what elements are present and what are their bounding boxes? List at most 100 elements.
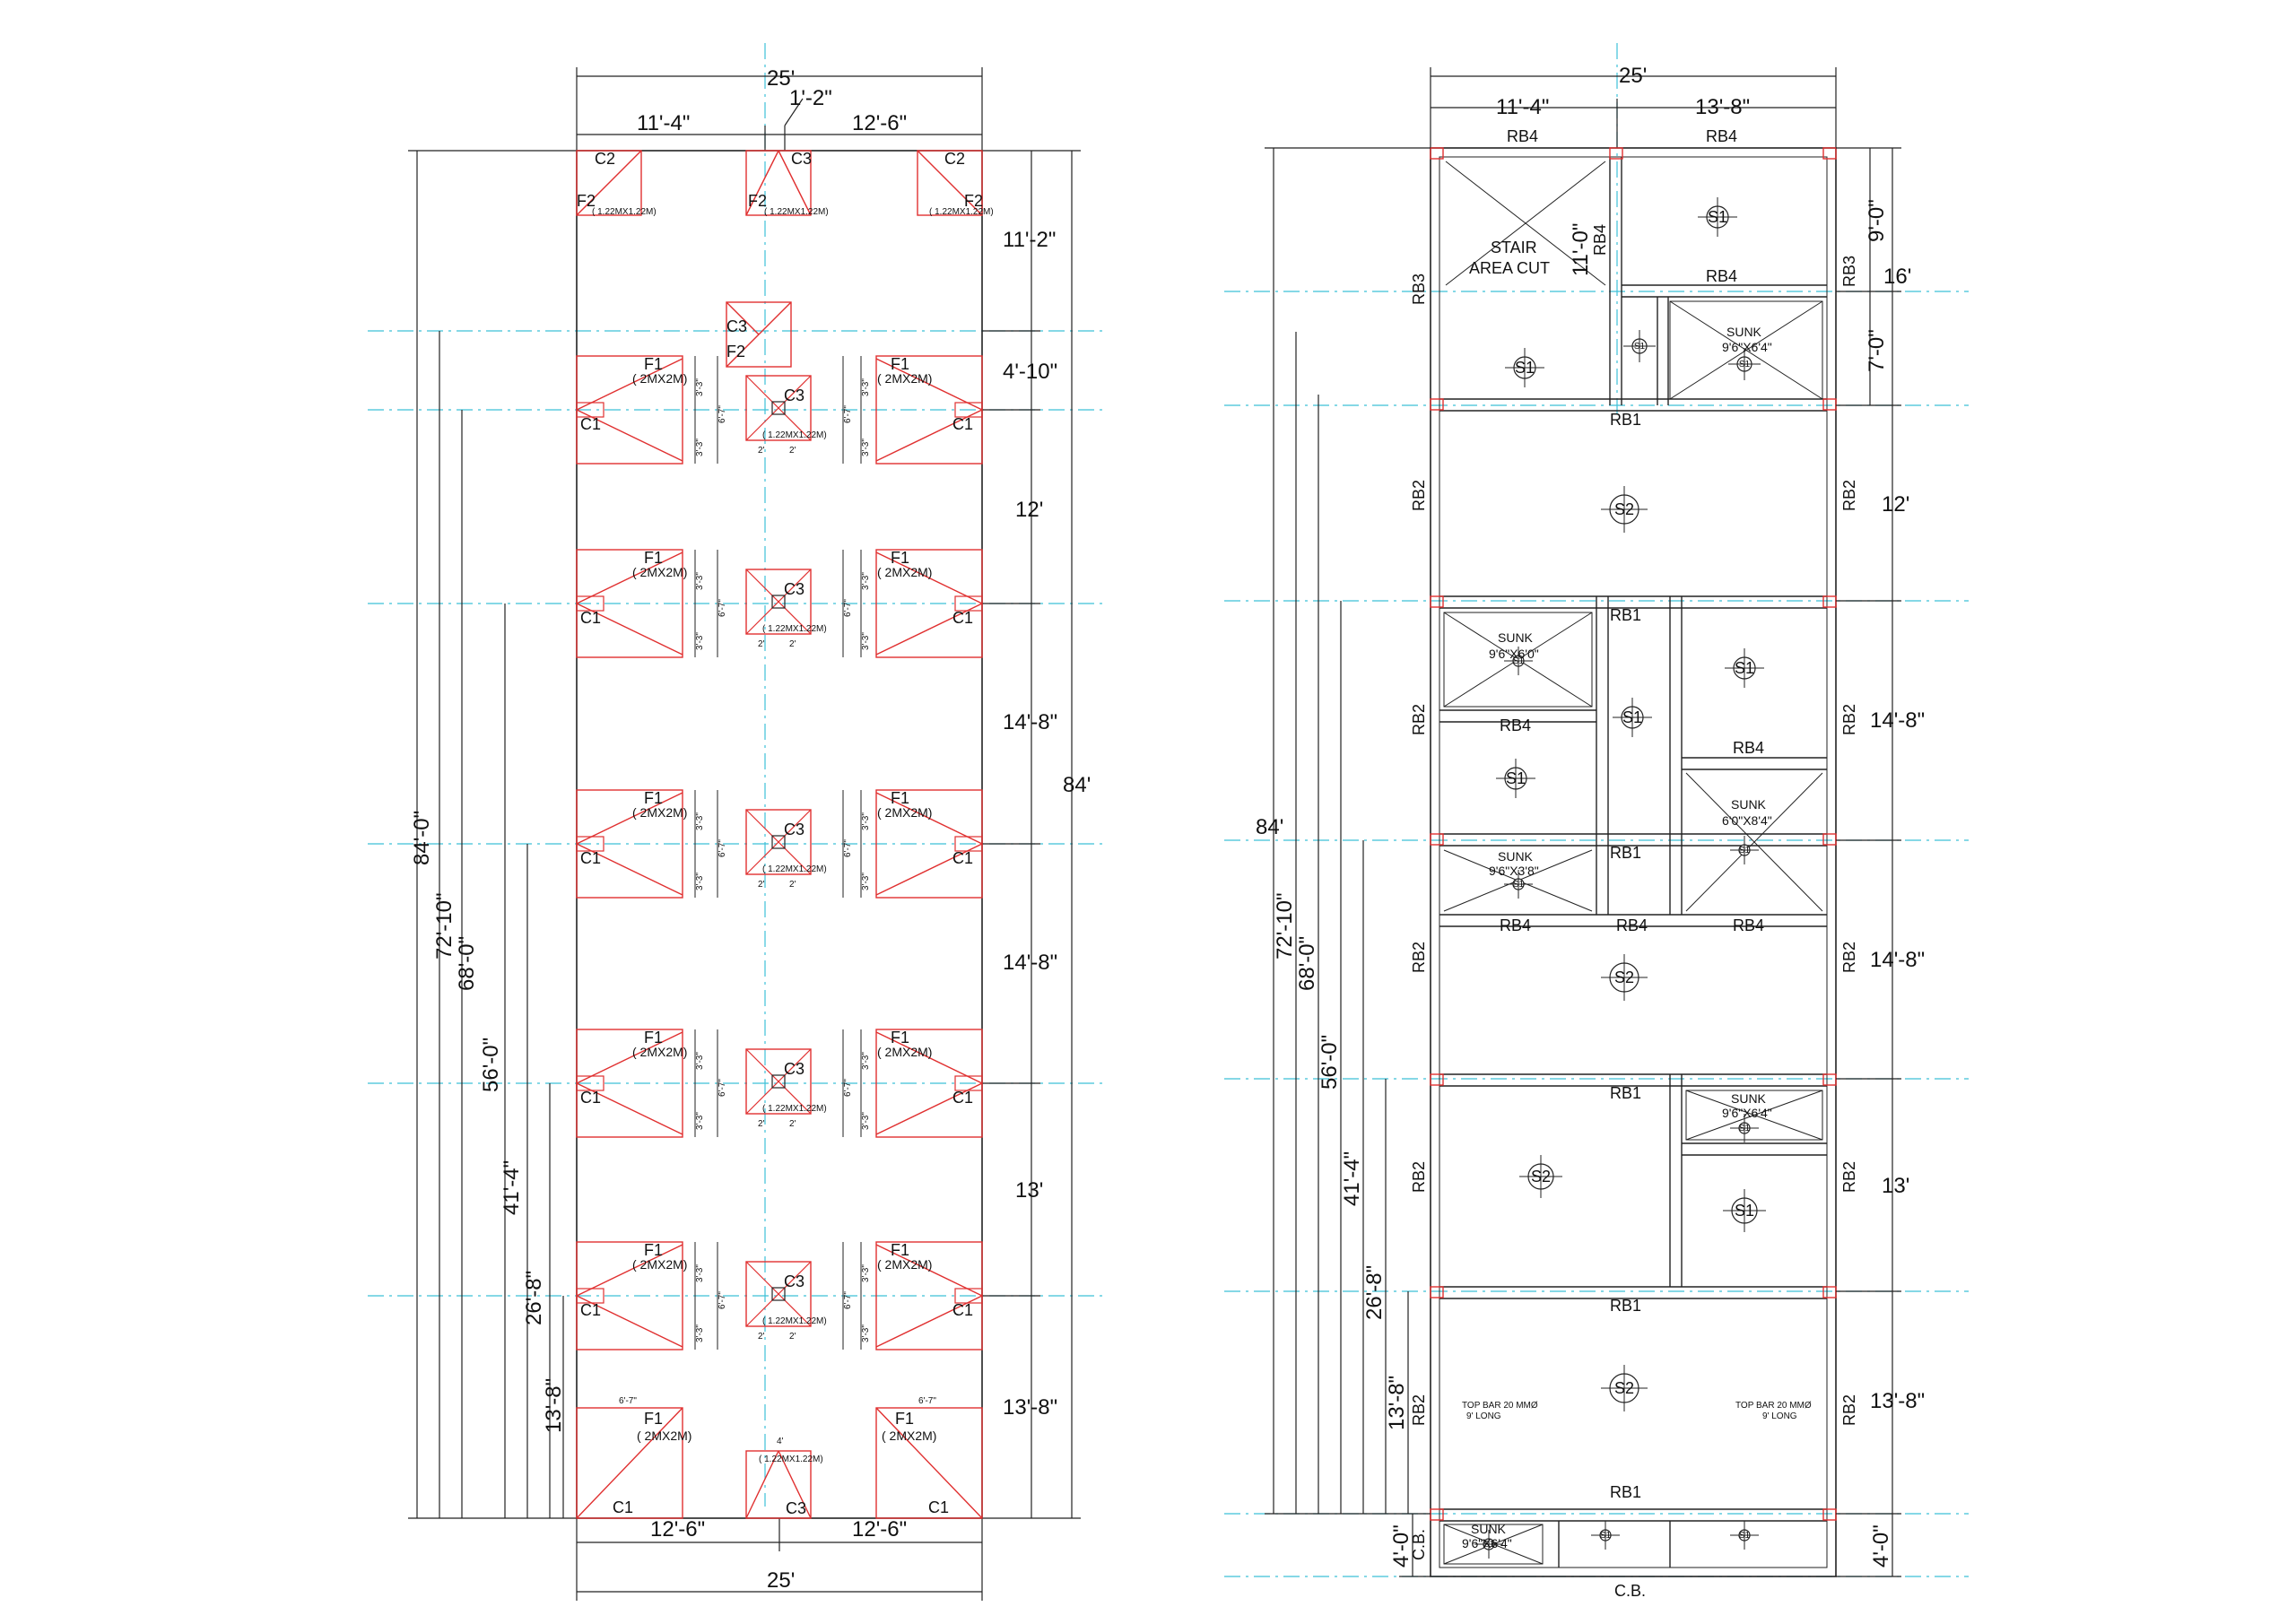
c3-mid-outline [745, 569, 812, 635]
f1-right-label: F1 [891, 355, 909, 373]
roof-top-right-dim: 13'-8" [1695, 95, 1750, 119]
stair-footing-col: C3 [726, 317, 747, 335]
slab-symbol-12: S2 [1601, 954, 1648, 1001]
sunk-a-title: SUNK [1726, 325, 1762, 339]
beam-rb4-stair-v: RB4 [1591, 224, 1609, 256]
beam-rb2-r1: RB2 [1840, 480, 1858, 511]
beam-rb2-l2: RB2 [1410, 704, 1428, 735]
c1-left-label: C1 [580, 609, 601, 627]
row-dim-5: 3'-3" [861, 572, 871, 590]
row-dim-4: 6'-7" [843, 599, 853, 617]
beam-rb1-3: RB1 [1610, 844, 1641, 862]
sunk-d-title: SUNK [1498, 849, 1534, 864]
beam-rb4-top-left: RB4 [1507, 127, 1538, 145]
row-dim-4: 6'-7" [843, 839, 853, 857]
roof-left-dim-6: 13'-8" [1385, 1376, 1409, 1430]
c3-mid-label: C3 [784, 821, 804, 838]
roof-left-dim-2: 68'-0" [1295, 936, 1319, 991]
footing-plan: 25' 11'-4" 12'-6" 1'-2" 12'-6" 12'-6" 25… [368, 43, 1108, 1601]
footing-right-dim-lines [982, 150, 1081, 1519]
c1-right-column [954, 836, 983, 852]
roof-col-right-3 [1822, 833, 1837, 846]
c1-left-column [576, 1288, 604, 1304]
slab-label: S1 [1739, 1531, 1751, 1541]
row-dim-5: 3'-3" [861, 378, 871, 396]
f1-left-diag-top [576, 792, 683, 845]
c3-mid-size: ( 1.22MX1.22M) [762, 864, 827, 874]
beam-rb2-l1: RB2 [1410, 480, 1428, 511]
sunk-a-size: 9'6"X6'4" [1722, 340, 1772, 354]
slab-symbol-8: S1 [1725, 648, 1764, 688]
bottom-mid-top-dim: 4' [777, 1437, 784, 1446]
f1-right-diag-top [875, 551, 983, 604]
slab-label: S2 [1614, 1379, 1634, 1397]
footing-left-dim-6: 26'-8" [522, 1271, 546, 1325]
f1-left-label: F1 [644, 1241, 663, 1259]
slab-label: S1 [1483, 1540, 1495, 1550]
f1-left-diag-top [576, 1031, 683, 1084]
c3-mid-size: ( 1.22MX1.22M) [762, 1316, 827, 1326]
c1-right-column [954, 595, 983, 612]
beam-rb3-left: RB3 [1410, 274, 1428, 305]
f1-right-diag-top [875, 1244, 983, 1297]
row-dim-1: 3'-3" [695, 572, 705, 590]
sunk-c-size: 6'0"X8'4" [1722, 813, 1772, 828]
c1-left-label: C1 [580, 1089, 601, 1107]
footing-left-dim-lines [408, 150, 577, 1519]
bottom-mid-size: ( 1.22MX1.22M) [759, 1455, 823, 1464]
c3-mid-column [771, 1074, 786, 1089]
f1-left-label: F1 [644, 549, 663, 567]
roof-boundary [1430, 147, 1837, 1577]
beam-rb4-b: RB4 [1733, 739, 1764, 757]
row-dim-1: 3'-3" [695, 812, 705, 830]
footing-top-offset-dim: 1'-2" [789, 86, 832, 110]
beam-rb4-d: RB4 [1616, 916, 1648, 934]
c1-left-column [576, 1075, 604, 1091]
slab-label: S2 [1614, 968, 1634, 986]
row-dim-3: 6'-7" [718, 839, 727, 857]
c3-mid-diag-b [745, 1048, 812, 1115]
row-dim-8: 2' [789, 639, 796, 649]
f1-right-diag-top [875, 1031, 983, 1084]
footing-gridlines [368, 43, 1108, 1507]
footing-left-dim-4: 56'-0" [479, 1038, 503, 1092]
roof-top-left-dim: 11'-4" [1496, 95, 1549, 119]
slab-symbol-17: S1 [1474, 1530, 1503, 1559]
roof-right-dim-5: 13'-8" [1870, 1389, 1925, 1413]
sunk-e-title: SUNK [1731, 1091, 1767, 1106]
c3-mid-label: C3 [784, 386, 804, 404]
f1-left-diag-bottom [576, 603, 683, 656]
c1-right-label: C1 [952, 415, 973, 433]
sunk-f-title: SUNK [1471, 1522, 1507, 1536]
f1-left-size: ( 2MX2M) [632, 805, 687, 820]
f1-left-label: F1 [644, 1029, 663, 1046]
footing-right-dim-5: 14'-8" [1003, 951, 1057, 975]
roof-inner-boundary [1439, 156, 1828, 1568]
roof-beams [1439, 157, 1827, 1568]
row-dim-3: 6'-7" [718, 405, 727, 423]
beam-rb2-l3: RB2 [1410, 942, 1428, 973]
footing-top-dimensions [576, 67, 983, 151]
bottom-mid-col: C3 [786, 1499, 806, 1517]
roof-right-outer-2: 7'-0" [1865, 329, 1889, 372]
f1-right-diag-bottom [875, 409, 983, 462]
row-dim-7: 2' [758, 446, 765, 456]
c1-left-label: C1 [580, 849, 601, 867]
row-dim-3: 6'-7" [718, 1291, 727, 1309]
footing-top-right-dim: 12'-6" [852, 111, 907, 135]
row-dim-2: 3'-3" [695, 632, 705, 650]
slab-label: S1 [1708, 208, 1727, 226]
beam-rb4-mid: RB4 [1706, 267, 1737, 285]
slab-symbol-13: S2 [1519, 1155, 1562, 1198]
c1-right-column [954, 1288, 983, 1304]
sunk-c-title: SUNK [1731, 797, 1767, 812]
c1-left-label: C1 [580, 415, 601, 433]
roof-col-right-4 [1822, 1073, 1837, 1086]
sunk-b-size: 9'6"X6'0" [1489, 647, 1539, 661]
c3-mid-column [771, 835, 786, 849]
slab-symbol-16: S2 [1601, 1365, 1648, 1411]
footing-right-overall-dim: 84' [1063, 773, 1091, 797]
